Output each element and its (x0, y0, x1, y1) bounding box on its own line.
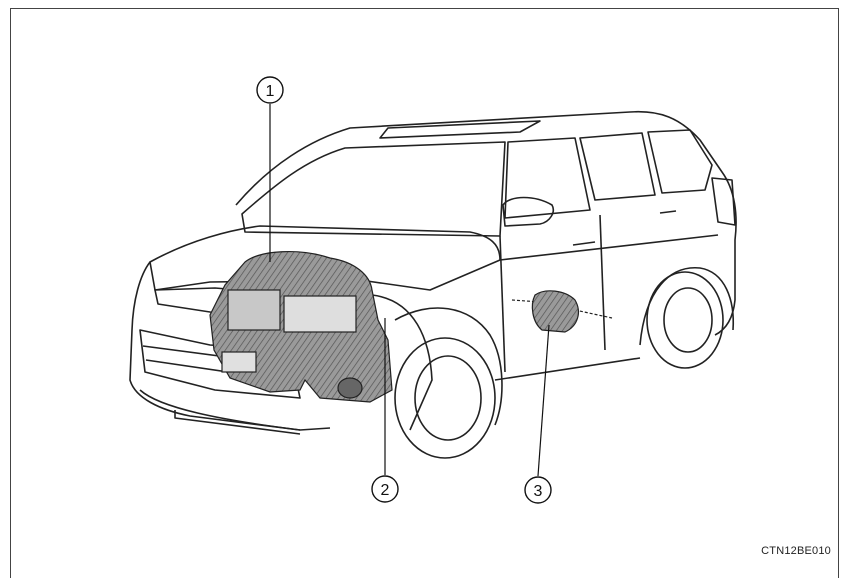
suv-body (129, 110, 737, 459)
figure-code: CTN12BE010 (761, 545, 831, 557)
leader-lines (269, 104, 550, 477)
callout-1: 1 (256, 76, 284, 104)
callout-1-label: 1 (266, 83, 275, 100)
vehicle-illustration: 1 2 3 (129, 76, 737, 504)
callout-3-label: 3 (534, 483, 543, 500)
callout-2-label: 2 (381, 482, 390, 499)
rear-drive-component (511, 290, 613, 333)
figure-frame (10, 8, 839, 578)
engine-component (209, 251, 393, 403)
callout-3: 3 (524, 476, 552, 504)
callout-2: 2 (371, 475, 399, 503)
